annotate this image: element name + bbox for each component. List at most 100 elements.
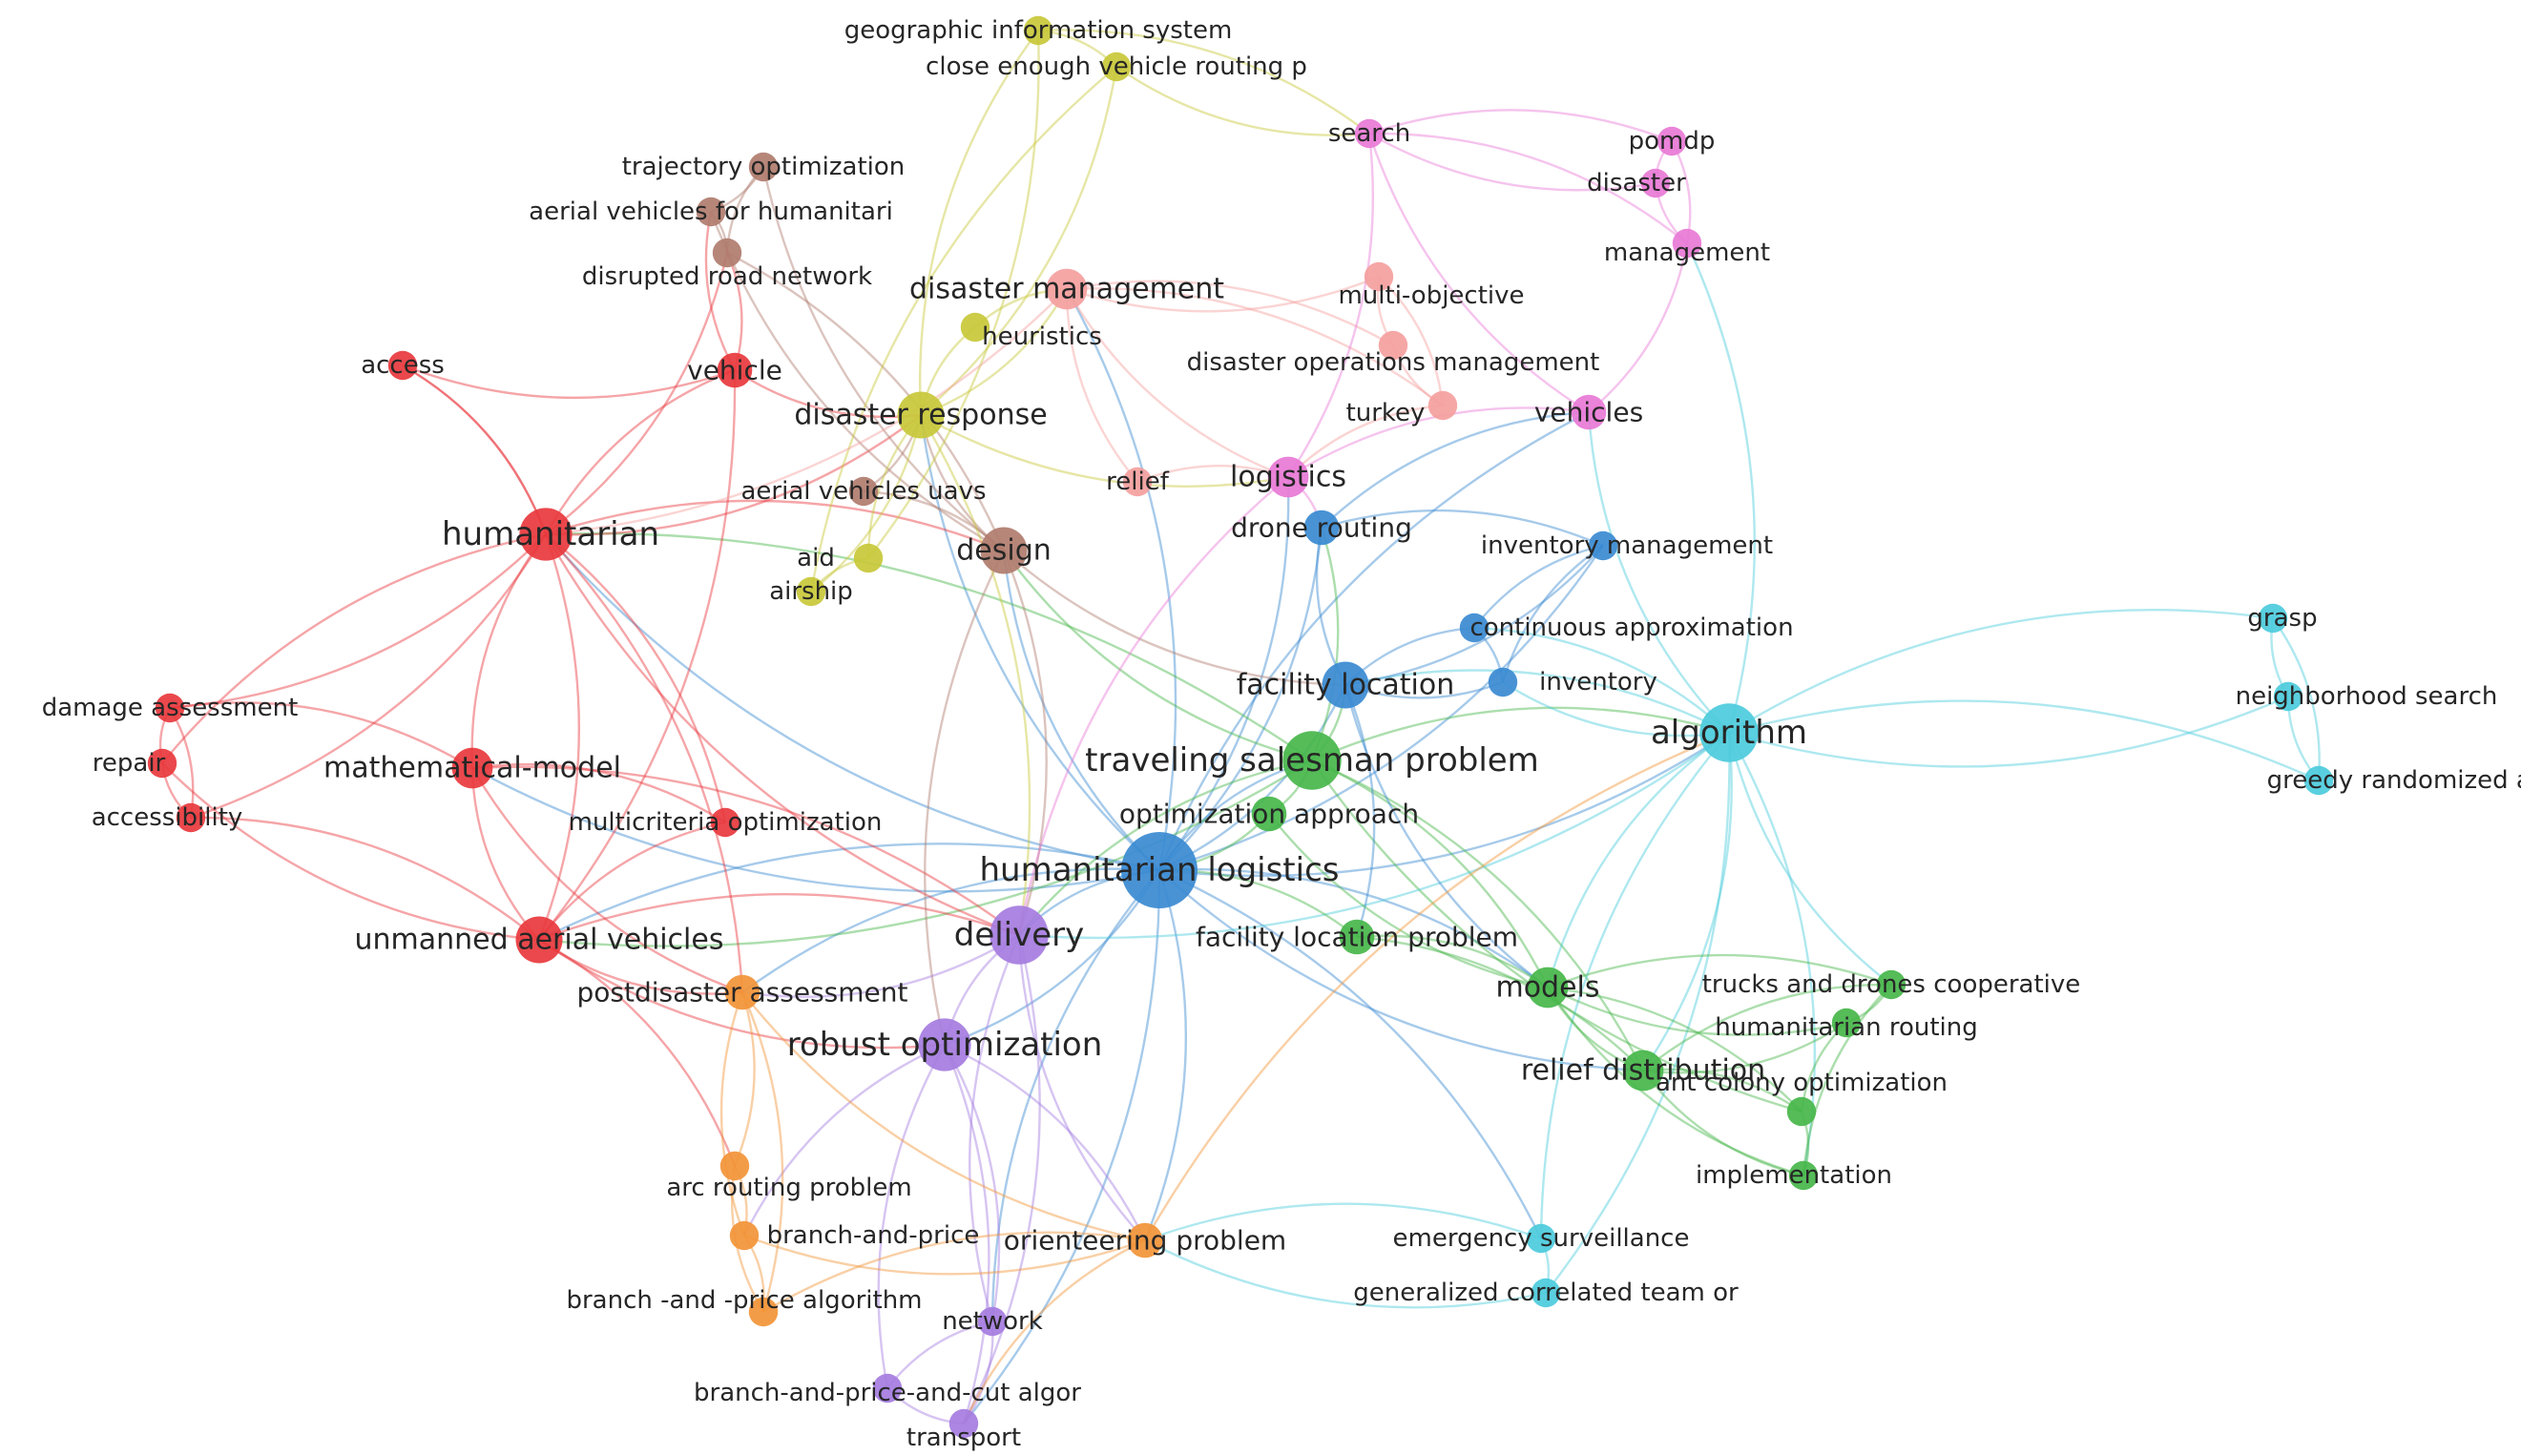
node-greedy-randomized-adaptive-sea[interactable] xyxy=(2303,765,2334,796)
node-vehicle[interactable] xyxy=(717,352,753,388)
node-airship[interactable] xyxy=(796,576,826,607)
node-unmanned-aerial-vehicles[interactable] xyxy=(515,916,563,964)
node-geographic-information-system[interactable] xyxy=(1023,15,1053,46)
node-generalized-correlated-team-or[interactable] xyxy=(1531,1278,1561,1308)
node-relief-distribution[interactable] xyxy=(1622,1050,1664,1092)
node-inventory[interactable] xyxy=(1488,667,1518,697)
node-network[interactable] xyxy=(977,1306,1008,1337)
node-vehicles[interactable] xyxy=(1571,394,1607,430)
label-aid: aid xyxy=(797,544,835,572)
edge-mathematical_model-delivery xyxy=(471,765,1020,936)
node-humanitarian-routing[interactable] xyxy=(1831,1008,1862,1038)
edge-algorithm-grasp xyxy=(1728,608,2274,735)
node-mathematical-model[interactable] xyxy=(451,747,493,789)
edge-disaster_response-delivery xyxy=(919,414,1031,936)
node-facility-location[interactable] xyxy=(1322,661,1369,709)
node-branch-and-price-and-cut-algor[interactable] xyxy=(872,1373,903,1404)
label-pomdp: pomdp xyxy=(1629,127,1716,156)
node-aid[interactable] xyxy=(853,543,884,573)
node-relief[interactable] xyxy=(1122,467,1153,497)
node-branch-and-price[interactable] xyxy=(729,1220,760,1251)
label-transport: transport xyxy=(906,1424,1021,1452)
node-grasp[interactable] xyxy=(2258,603,2288,634)
node-disaster-response[interactable] xyxy=(897,391,945,439)
node-postdisaster-assessment[interactable] xyxy=(724,974,760,1010)
node-disaster-operations-management[interactable] xyxy=(1378,330,1408,361)
label-continuous-approximation: continuous approximation xyxy=(1469,614,1793,642)
node-drone-routing[interactable] xyxy=(1303,510,1340,546)
label-relief: relief xyxy=(1106,468,1170,496)
node-aerial-vehicles-uavs[interactable] xyxy=(848,476,879,507)
label-delivery: delivery xyxy=(954,916,1085,954)
node-transport[interactable] xyxy=(948,1408,979,1439)
node-heuristics[interactable] xyxy=(960,312,990,343)
node-orienteering-problem[interactable] xyxy=(1127,1222,1163,1258)
edge-algorithm-emergency_surveillance xyxy=(1539,732,1730,1239)
node-emergency-surveillance[interactable] xyxy=(1526,1223,1556,1254)
node-implementation[interactable] xyxy=(1788,1160,1819,1191)
edge-humanitarian_logistics-models xyxy=(1158,867,1549,988)
node-management[interactable] xyxy=(1672,228,1702,259)
node-search[interactable] xyxy=(1354,118,1385,149)
node-models[interactable] xyxy=(1527,967,1569,1009)
node-multicriteria-optimization[interactable] xyxy=(710,807,740,838)
label-multicriteria-optimization: multicriteria optimization xyxy=(569,808,883,837)
node-optimization-approach[interactable] xyxy=(1251,796,1287,832)
label-heuristics: heuristics xyxy=(982,322,1102,351)
edge-repair-unmanned_aerial_vehicles xyxy=(161,762,540,942)
node-facility-location-problem[interactable] xyxy=(1339,919,1375,955)
edge-branch_and_price_algorithm-orienteering_problem xyxy=(762,1231,1146,1314)
node-logistics[interactable] xyxy=(1267,456,1309,498)
node-continuous-approximation[interactable] xyxy=(1459,613,1490,643)
edge-orienteering_problem-algorithm xyxy=(1143,731,1730,1241)
node-ant-colony-optimization[interactable] xyxy=(1786,1096,1817,1127)
node-aerial-vehicles-for-humanitari[interactable] xyxy=(696,197,726,227)
edge-relief_distribution-implementation xyxy=(1642,1070,1804,1177)
edge-robust_optimization-network xyxy=(943,1044,1001,1322)
label-disaster-response: disaster response xyxy=(794,399,1047,432)
label-models: models xyxy=(1495,971,1599,1005)
edge-relief_distribution-trucks_and_drones_cooperative xyxy=(1642,983,1892,1071)
node-close-enough-vehicle-routing-p[interactable] xyxy=(1101,52,1132,82)
node-inventory-management[interactable] xyxy=(1588,530,1618,561)
node-delivery[interactable] xyxy=(990,905,1049,965)
node-humanitarian-logistics[interactable] xyxy=(1121,832,1198,908)
node-branch-and-price-algorithm[interactable] xyxy=(748,1297,779,1327)
node-arc-routing-problem[interactable] xyxy=(719,1151,750,1181)
node-disaster-management[interactable] xyxy=(1046,268,1088,310)
edge-traveling_salesman_problem-models xyxy=(1311,759,1550,988)
node-repair[interactable] xyxy=(147,748,177,779)
node-turkey[interactable] xyxy=(1427,390,1458,421)
node-accessibility[interactable] xyxy=(176,802,206,833)
node-traveling-salesman-problem[interactable] xyxy=(1282,731,1342,790)
edge-humanitarian-damage_assessment xyxy=(169,533,547,710)
node-damage-assessment[interactable] xyxy=(155,693,185,723)
edge-unmanned_aerial_vehicles-postdisaster_assessment xyxy=(538,939,743,995)
node-trajectory-optimization[interactable] xyxy=(748,152,779,182)
node-multi-objective[interactable] xyxy=(1364,261,1394,292)
edge-humanitarian_logistics-emergency_surveillance xyxy=(1158,868,1543,1239)
node-algorithm[interactable] xyxy=(1699,703,1759,762)
edge-mathematical_model-postdisaster_assessment xyxy=(470,767,743,994)
edge-algorithm-vehicles xyxy=(1587,411,1730,734)
edge-traveling_salesman_problem-algorithm xyxy=(1311,706,1730,762)
node-disaster[interactable] xyxy=(1640,168,1671,198)
edge-humanitarian-postdisaster_assessment xyxy=(545,533,744,993)
node-trucks-and-drones-cooperative[interactable] xyxy=(1876,969,1906,1000)
edge-postdisaster_assessment-branch_and_price_algorithm xyxy=(740,991,784,1313)
label-inventory-management: inventory management xyxy=(1481,531,1773,560)
node-disrupted-road-network[interactable] xyxy=(712,238,742,268)
node-neighborhood-search[interactable] xyxy=(2273,681,2303,712)
label-robust-optimization: robust optimization xyxy=(787,1026,1103,1064)
edge-humanitarian_logistics-unmanned_aerial_vehicles xyxy=(538,842,1160,942)
node-pomdp[interactable] xyxy=(1656,126,1687,156)
node-humanitarian[interactable] xyxy=(519,508,573,561)
edge-humanitarian_logistics-vehicles xyxy=(1157,410,1590,871)
label-disaster-management: disaster management xyxy=(909,273,1224,306)
edge-humanitarian-delivery xyxy=(544,533,1020,937)
edge-humanitarian_logistics-disaster_response xyxy=(919,414,1160,871)
node-access[interactable] xyxy=(387,350,418,381)
node-robust-optimization[interactable] xyxy=(918,1018,971,1071)
node-design[interactable] xyxy=(980,527,1028,574)
